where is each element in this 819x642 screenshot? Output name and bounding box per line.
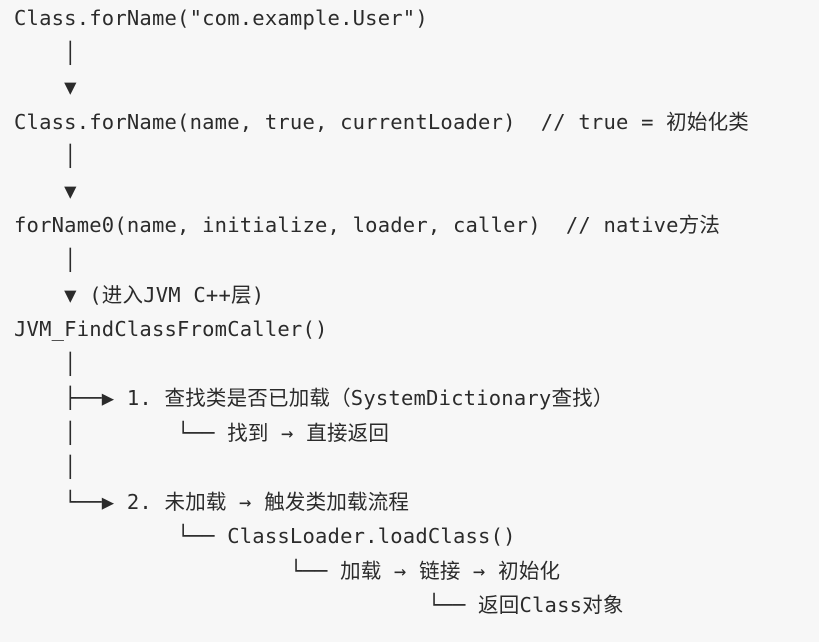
code-line: ├──▶ 1. 查找类是否已加载（SystemDictionary查找） [14,386,614,410]
code-line: ▼ [14,179,77,203]
code-line: ▼ (进入JVM C++层) [14,283,265,307]
code-line: │ [14,455,77,479]
code-line: Class.forName("com.example.User") [14,6,428,30]
code-line: │ [14,144,77,168]
code-line: └── 加载 → 链接 → 初始化 [14,559,561,583]
code-line: │ [14,248,77,272]
code-line: Class.forName(name, true, currentLoader)… [14,110,749,134]
code-line: └── 返回Class对象 [14,593,624,617]
code-line: │ └── 找到 → 直接返回 [14,421,390,445]
code-line: └──▶ 2. 未加载 → 触发类加载流程 [14,490,410,514]
code-line: forName0(name, initialize, loader, calle… [14,213,721,237]
code-line: │ [14,41,77,65]
code-line: │ [14,352,77,376]
code-line: └── ClassLoader.loadClass() [14,524,516,548]
code-line: JVM_FindClassFromCaller() [14,317,328,341]
code-line: ▼ [14,75,77,99]
